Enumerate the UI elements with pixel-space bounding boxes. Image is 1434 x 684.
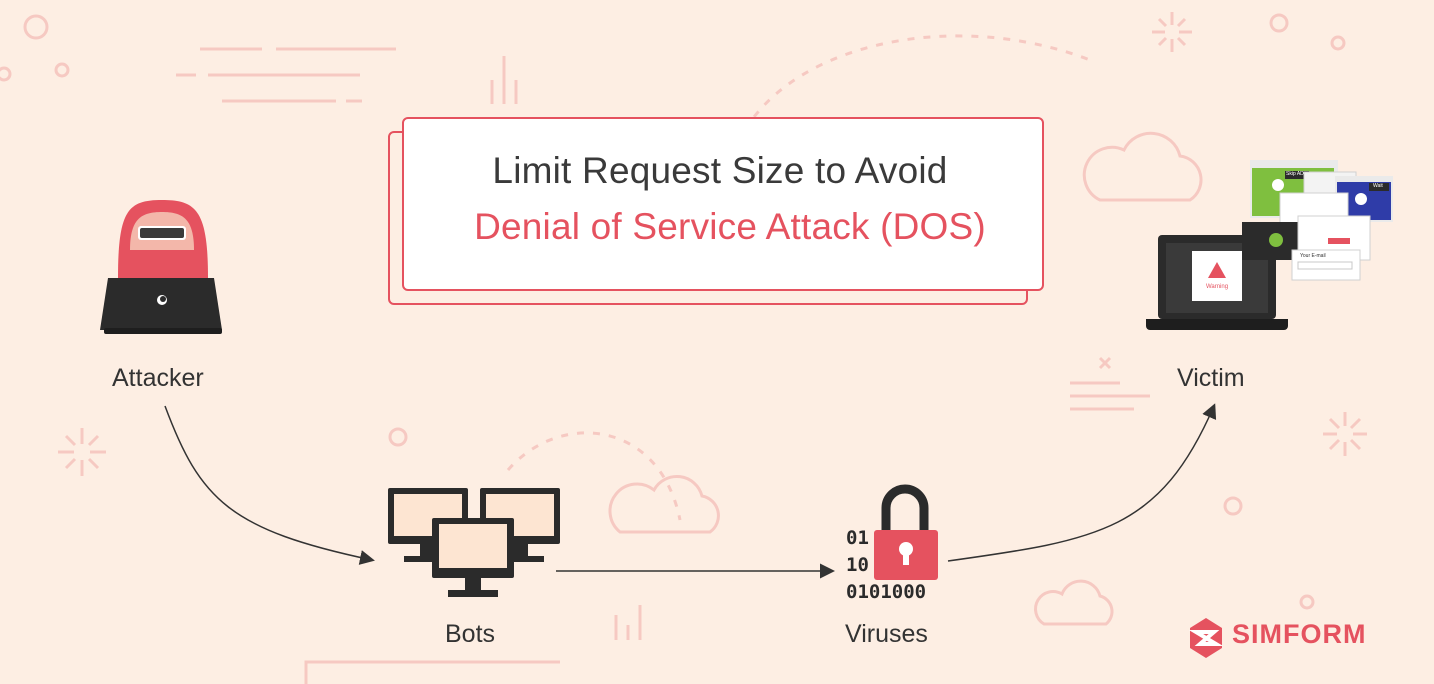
viruses-label: Viruses: [845, 620, 928, 648]
virus-bits-line-3: 0101000: [846, 581, 927, 603]
victim-label: Victim: [1177, 364, 1245, 392]
attacker-icon: [100, 200, 222, 334]
virus-bits-line-1: 01: [846, 527, 869, 549]
email-label: Your E-mail: [1300, 253, 1326, 259]
warning-text: Warning: [1205, 284, 1229, 290]
attacker-label: Attacker: [112, 364, 204, 392]
popup-tag-wait: Wait: [1373, 183, 1383, 189]
title-line-2: Denial of Service Attack (DOS): [474, 206, 986, 247]
title-card: [402, 117, 1044, 291]
arrow-viruses-to-victim: [947, 403, 1217, 562]
simform-brand: SIMFORM: [1232, 619, 1367, 649]
arrow-attacker-to-bots: [164, 405, 375, 565]
title-line-1: Limit Request Size to Avoid: [492, 150, 948, 191]
background-decoration: [0, 12, 1367, 684]
simform-logo-icon: [1188, 618, 1224, 658]
victim-icon: [1146, 160, 1393, 330]
bots-label: Bots: [445, 620, 496, 648]
bots-icon: [388, 488, 560, 597]
virus-bits-line-2: 10: [846, 554, 869, 576]
padlock-icon: [874, 484, 938, 580]
popup-tag-skip: Skip AD: [1286, 171, 1304, 177]
